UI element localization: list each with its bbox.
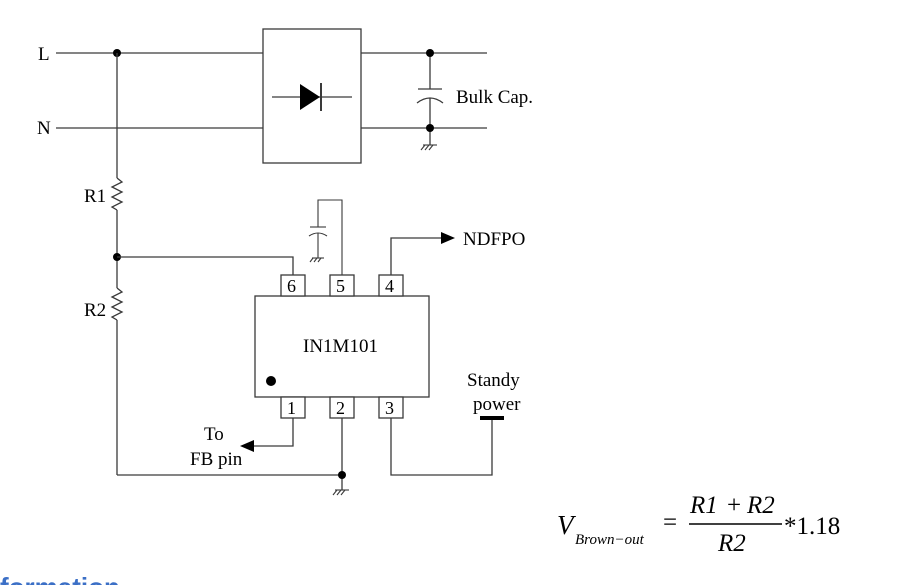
junction-dot	[426, 124, 434, 132]
wire-standby	[390, 418, 493, 476]
pin-6	[280, 274, 306, 297]
equation-denominator: R2	[717, 530, 746, 557]
equation-equals: =	[663, 509, 677, 536]
power-label: power	[473, 394, 521, 415]
equation-v: V	[557, 510, 577, 540]
pin1-marker-dot	[266, 376, 276, 386]
line-label-n: N	[37, 118, 51, 139]
ground-symbol	[332, 489, 349, 496]
brown-out-equation: V Brown−out = R1 + R2 R2 *1.18	[557, 492, 840, 557]
resistor-r1	[110, 177, 124, 211]
junction-dot	[426, 49, 434, 57]
wire-fb	[252, 418, 294, 447]
equation-numerator-r2: R2	[746, 492, 775, 519]
r1-label: R1	[84, 186, 106, 207]
equation-factor: *1.18	[784, 513, 840, 540]
pin-2-label: 2	[336, 398, 345, 418]
bulk-capacitor	[416, 53, 444, 145]
pin-5-label: 5	[336, 276, 345, 296]
wire-ndfpo	[390, 237, 443, 275]
equation-plus: +	[727, 492, 741, 519]
ic-label: IN1M101	[303, 336, 378, 357]
section-heading-fragment: formation	[0, 572, 120, 585]
pin-4-label: 4	[385, 276, 394, 296]
pin-6-label: 6	[287, 276, 296, 296]
standby-label: Standy	[467, 370, 520, 391]
equation-numerator-r1: R1	[689, 492, 718, 519]
ic-body	[254, 295, 430, 398]
fb-pin-label: FB pin	[190, 449, 243, 470]
arrow-icon	[240, 440, 254, 452]
r2-label: R2	[84, 300, 106, 321]
pin5-capacitor	[308, 199, 343, 275]
pin-1-label: 1	[287, 398, 296, 418]
junction-dot	[338, 471, 346, 479]
ground-symbol	[420, 144, 437, 151]
pin-3-label: 3	[385, 398, 394, 418]
equation-subscript: Brown−out	[575, 532, 645, 548]
ndfpo-label: NDFPO	[463, 229, 525, 250]
resistor-r2	[110, 287, 124, 321]
line-label-l: L	[38, 44, 50, 65]
bulk-cap-label: Bulk Cap.	[456, 87, 533, 108]
wire-to-pin6	[117, 256, 294, 275]
to-label: To	[204, 424, 224, 445]
arrow-icon	[441, 232, 455, 244]
diode-symbol	[272, 83, 352, 111]
